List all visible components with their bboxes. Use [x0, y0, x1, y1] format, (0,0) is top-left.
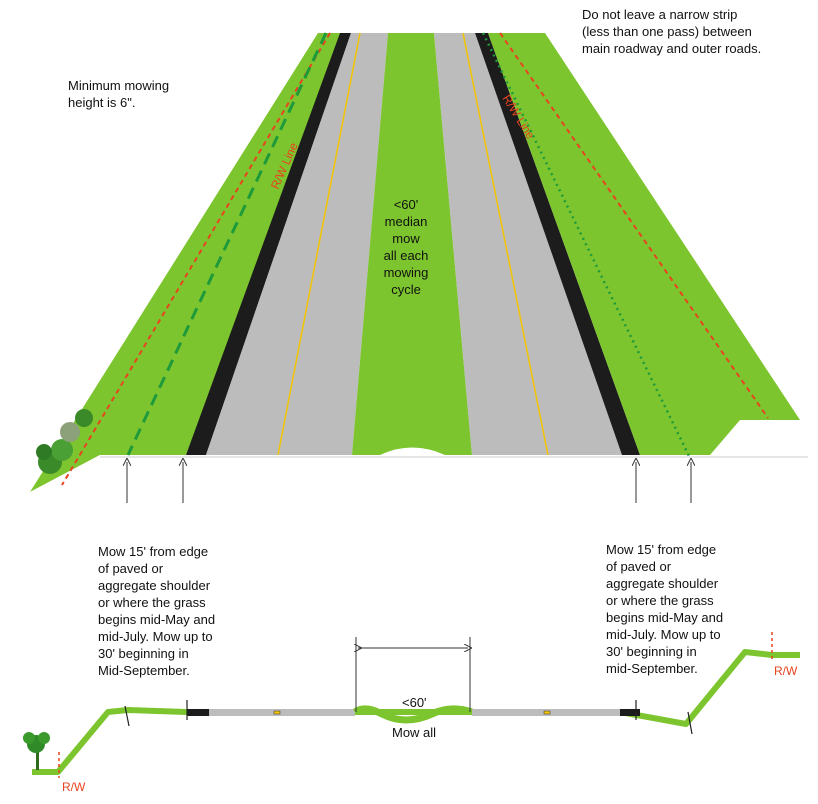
right-rw-line: [499, 32, 769, 419]
strip-note: Do not leave a narrow strip (less than o…: [582, 7, 762, 56]
median-note: <60' median mow all each mowing cycle: [383, 197, 429, 297]
cs-ticks: [124, 700, 693, 735]
median-width-label: <60': [402, 695, 427, 710]
cs-median: [352, 705, 474, 724]
cs-left-pavement: [209, 709, 355, 716]
left-slope-edge: [30, 455, 100, 492]
cs-left-marker: [273, 710, 281, 715]
cross-section: [23, 632, 800, 778]
left-pavement: [206, 33, 388, 455]
median: [352, 33, 472, 455]
left-grass-slope: [30, 33, 348, 492]
right-grass-slope: [488, 33, 800, 455]
perspective-roadway: R/W Line R/W Line: [30, 32, 808, 503]
right-mow-limit-line: [481, 32, 692, 459]
cs-right-marker: [543, 710, 551, 715]
left-shoulder: [186, 33, 351, 455]
rw-left-label: R/W: [62, 780, 86, 794]
tree-icon: [23, 732, 50, 770]
mow-all-label: Mow all: [392, 725, 437, 740]
right-mow-note: Mow 15' from edge of paved or aggregate …: [606, 542, 724, 676]
right-shoulder: [475, 33, 640, 455]
min-height-note: Minimum mowing height is 6".: [68, 78, 170, 110]
cs-right-shoulder: [620, 709, 640, 716]
left-lane-line: [277, 32, 361, 456]
right-pavement: [434, 33, 622, 455]
right-lane-line: [462, 32, 549, 456]
cross-section-ground: [32, 649, 800, 775]
left-rw-line: [61, 32, 331, 486]
rw-right-label: R/W: [774, 664, 798, 678]
cs-left-shoulder: [187, 709, 209, 716]
shrub-icon: [36, 409, 93, 474]
pointer-arrows: [127, 462, 691, 503]
left-mow-limit-line: [126, 32, 328, 456]
left-mow-note: Mow 15' from edge of paved or aggregate …: [98, 544, 216, 678]
